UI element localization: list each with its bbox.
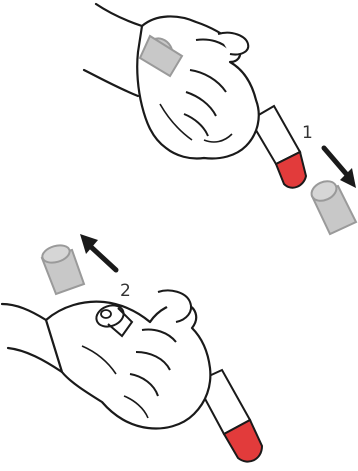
forearm-line-icon [8, 348, 62, 372]
step-number-1: 1 [302, 123, 313, 143]
forearm-line-icon [84, 70, 138, 96]
step-number-2: 2 [120, 281, 131, 301]
cap-icon [40, 242, 84, 294]
hand-icon [137, 16, 259, 158]
forearm-line-icon [2, 304, 46, 320]
step-1-panel: 1 [84, 4, 356, 234]
hand-icon [46, 290, 210, 428]
cap-icon [308, 177, 356, 234]
arrow-icon [80, 234, 116, 270]
forearm-line-icon [96, 4, 142, 26]
step-2-panel: 2 [2, 234, 262, 462]
